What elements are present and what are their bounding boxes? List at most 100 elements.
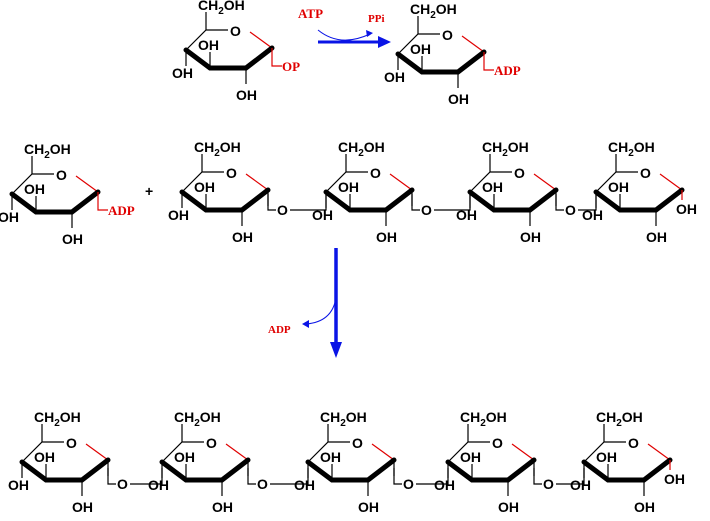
c3-hydroxyl: OH	[596, 449, 617, 465]
c2-hydroxyl: OH	[498, 499, 519, 515]
adp-label: ADP	[108, 203, 135, 218]
ring-front-edge	[593, 187, 685, 213]
ring-oxygen: O	[492, 435, 503, 451]
glycosidic-linkage-bot-2: O	[393, 468, 449, 492]
ch2oh-ch: CH	[410, 1, 430, 17]
ring-front-edge	[183, 45, 275, 71]
ring-front-edge	[19, 457, 111, 483]
ch2oh-subscript: 2	[480, 418, 486, 429]
ch2oh-subscript: 2	[218, 6, 224, 17]
cofactor-curve-top	[317, 29, 371, 41]
adp-label: ADP	[494, 63, 521, 78]
ring-front-edge	[581, 457, 673, 483]
c2-hydroxyl: OH	[212, 499, 233, 515]
c4-hydroxyl: OH	[312, 207, 333, 223]
c4-hydroxyl: OH	[384, 69, 405, 85]
ch2oh-label: CH2OH	[24, 141, 71, 161]
glucose-unit-mid-3: O CH2OH OH OH OH OH	[582, 139, 697, 245]
ch2oh-label: CH2OH	[460, 409, 507, 429]
ring-front-edge	[395, 49, 487, 75]
c3-hydroxyl: OH	[198, 37, 219, 53]
linkage-bond-right	[130, 468, 163, 485]
ring-anomeric-bond	[75, 175, 99, 193]
c2-hydroxyl: OH	[376, 229, 397, 245]
c3-hydroxyl: OH	[482, 179, 503, 195]
linkage-bond-left	[267, 194, 276, 211]
c2-hydroxyl: OH	[634, 499, 655, 515]
ring-oxygen: O	[370, 165, 381, 181]
ring-front-edge	[159, 457, 251, 483]
cofactor-curve-middle	[305, 297, 337, 325]
glycosidic-oxygen: O	[421, 202, 432, 218]
ch2oh-ch: CH	[34, 409, 54, 425]
ring-front-edge	[445, 457, 537, 483]
c3-hydroxyl: OH	[24, 181, 45, 197]
linkage-bond-left	[533, 468, 542, 485]
ring-anomeric-bond	[659, 173, 683, 191]
ch2oh-label: CH2OH	[174, 409, 221, 429]
ch2oh-ch: CH	[460, 409, 480, 425]
ring-anomeric-bond	[461, 35, 485, 53]
ch2oh-oh: OH	[364, 139, 385, 155]
c2-hydroxyl: OH	[236, 87, 257, 103]
ring-anomeric-bond	[371, 443, 395, 461]
ring-oxygen: O	[514, 165, 525, 181]
c4-hydroxyl: OH	[582, 207, 603, 223]
linkage-bond-left	[411, 194, 420, 211]
linkage-bond-right	[270, 468, 309, 485]
ch2oh-subscript: 2	[616, 418, 622, 429]
c4-hydroxyl: OH	[8, 477, 29, 493]
ch2oh-ch: CH	[198, 0, 218, 13]
cofactor-curve-top-head	[366, 30, 373, 37]
c4-hydroxyl: OH	[570, 477, 591, 493]
c3-hydroxyl: OH	[608, 179, 629, 195]
glycosidic-oxygen: O	[565, 202, 576, 218]
ring-oxygen: O	[640, 165, 651, 181]
glycosidic-oxygen: O	[277, 202, 288, 218]
plus-sign: +	[145, 183, 153, 199]
ring-anomeric-bond	[389, 173, 413, 191]
ring-oxygen: O	[352, 435, 363, 451]
c4-hydroxyl: OH	[0, 209, 19, 225]
linkage-bond-left	[247, 468, 256, 485]
c3-hydroxyl: OH	[338, 179, 359, 195]
c2-hydroxyl: OH	[232, 229, 253, 245]
ring-front-edge	[323, 187, 415, 213]
c2-hydroxyl: OH	[358, 499, 379, 515]
reaction-arrow-horizontal-head	[378, 36, 391, 48]
glycosidic-oxygen: O	[117, 476, 128, 492]
ch2oh-ch: CH	[608, 139, 628, 155]
anomeric-adp-bond	[97, 192, 108, 211]
reaction-arrow-vertical-head	[330, 342, 342, 358]
linkage-bond-right	[578, 194, 597, 211]
ring-front-edge	[305, 457, 397, 483]
reducing-end-hydroxyl: OH	[676, 201, 697, 217]
cofactor-curve-middle-head	[302, 320, 309, 328]
ring-oxygen: O	[206, 435, 217, 451]
glycosidic-linkage-bot-1: O	[247, 468, 309, 492]
c2-hydroxyl: OH	[646, 229, 667, 245]
c3-hydroxyl: OH	[320, 449, 341, 465]
glycosidic-oxygen: O	[543, 476, 554, 492]
linkage-bond-right	[290, 194, 327, 211]
linkage-bond-left	[107, 468, 116, 485]
ch2oh-oh: OH	[200, 409, 221, 425]
ch2oh-ch: CH	[194, 139, 214, 155]
linkage-bond-left	[555, 194, 564, 211]
c2-hydroxyl: OH	[448, 91, 469, 107]
anomeric-phosphate-bond	[271, 48, 282, 67]
c2-hydroxyl: OH	[62, 231, 83, 247]
ch2oh-ch: CH	[320, 409, 340, 425]
ch2oh-label: CH2OH	[608, 139, 655, 159]
arrows-layer	[302, 29, 391, 358]
ring-anomeric-bond	[647, 443, 671, 461]
